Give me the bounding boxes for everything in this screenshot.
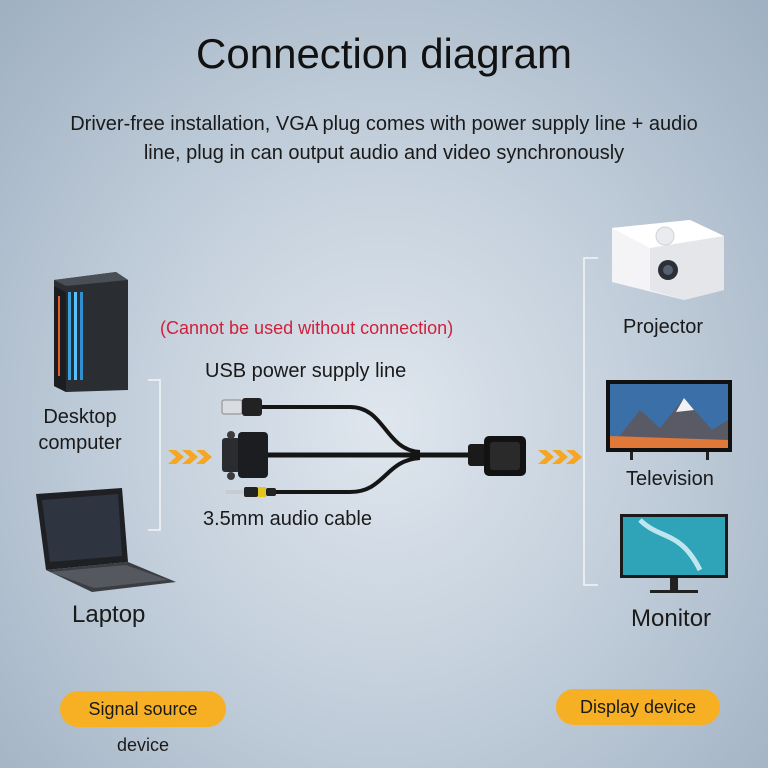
signal-source-badge: Signal source device	[60, 691, 226, 755]
laptop-icon	[36, 488, 176, 592]
monitor-icon	[620, 514, 728, 593]
projector-label: Projector	[623, 316, 704, 338]
desktop-computer-icon	[54, 272, 128, 392]
projector-icon	[612, 220, 724, 300]
audio-cable-label: 3.5mm audio cable	[203, 508, 372, 530]
diagram-subtitle: Driver-free installation, VGA plug comes…	[70, 113, 698, 164]
usb-power-label: USB power supply line	[205, 360, 407, 382]
desktop-computer-label: Desktop computer	[38, 406, 122, 454]
display-bracket	[583, 257, 598, 586]
diagram-title: Connection diagram	[196, 30, 572, 77]
monitor-label: Monitor	[631, 605, 712, 632]
arrow-right-chevrons	[538, 450, 582, 464]
television-label: Television	[626, 468, 714, 490]
vga-adapter-cable-icon	[221, 398, 526, 497]
television-icon	[606, 380, 732, 460]
laptop-label: Laptop	[72, 601, 146, 628]
connection-warning: (Cannot be used without connection)	[160, 318, 454, 338]
display-device-badge: Display device	[556, 689, 720, 725]
arrow-left-chevrons	[168, 450, 212, 464]
source-bracket	[148, 379, 161, 531]
